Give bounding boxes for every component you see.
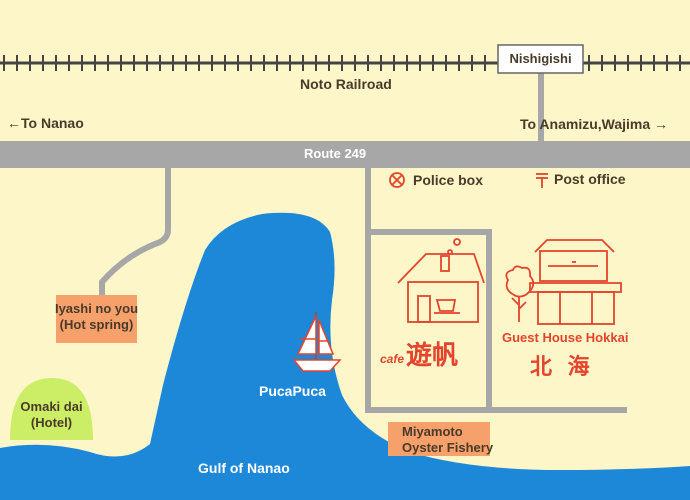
sailboat-icon [292, 312, 342, 372]
hot-spring-type: (Hot spring) [59, 317, 134, 332]
guesthouse-icon [529, 239, 622, 325]
oyster-fishery-label-box [388, 422, 490, 456]
cafe-logo: 遊帆 [406, 341, 459, 371]
station-label: Nishigishi [509, 51, 572, 66]
route-249-label: Route 249 [304, 146, 367, 161]
to-anamizu-label: To Anamizu,Wajima → [520, 116, 669, 132]
guesthouse-kanji: 北 海 [530, 355, 594, 380]
hot-spring-label-box [56, 295, 137, 343]
cafe-house-icon [397, 238, 485, 323]
guesthouse-name: Guest House Hokkai [502, 330, 629, 345]
boat-label: PucaPuca [259, 383, 326, 399]
tree-icon [505, 265, 535, 322]
railroad-label: Noto Railroad [300, 76, 392, 92]
police-box-label: Police box [413, 172, 484, 188]
cafe-label: cafe [380, 352, 405, 366]
station-box [497, 44, 584, 74]
hot-spring-road [99, 165, 171, 299]
oyster-name: Miyamoto [402, 424, 463, 439]
railroad-track-icon [0, 55, 690, 71]
gulf-of-nanao-water [0, 212, 690, 500]
to-nanao-label: ←To Nanao [7, 115, 84, 131]
hotel-hill-shape [10, 378, 93, 440]
gulf-label: Gulf of Nanao [198, 460, 290, 476]
route-249-road [0, 141, 690, 168]
hot-spring-name: Iyashi no you [54, 301, 139, 316]
road-network [0, 69, 690, 413]
post-office-label: Post office [554, 171, 626, 187]
post-office-icon [536, 173, 548, 188]
hotel-type: (Hotel) [30, 415, 73, 430]
police-box-icon [389, 172, 405, 188]
oyster-type: Oyster Fishery [402, 440, 494, 455]
hotel-name: Omaki dai [20, 399, 83, 414]
